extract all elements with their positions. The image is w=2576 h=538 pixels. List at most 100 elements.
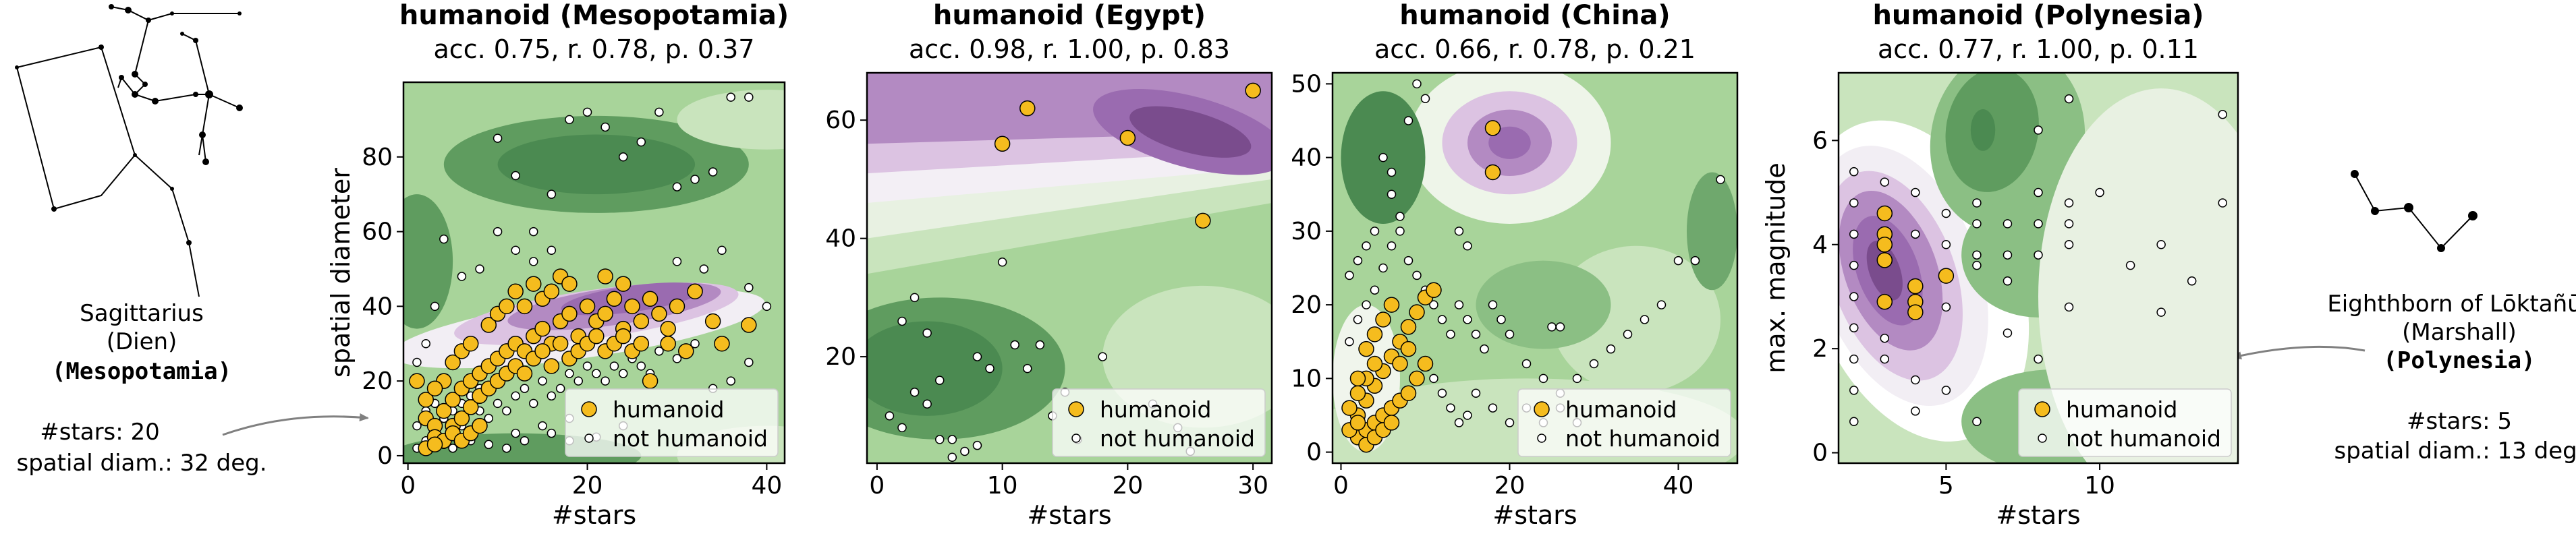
point-not-humanoid	[1849, 198, 1859, 208]
point-not-humanoid	[726, 376, 735, 386]
panel-metrics: acc. 0.98, r. 1.00, p. 0.83	[909, 34, 1230, 64]
point-not-humanoid	[1353, 256, 1363, 266]
point-not-humanoid	[972, 352, 982, 361]
marshall-constellation-icon	[2351, 170, 2477, 252]
point-humanoid	[1876, 237, 1893, 253]
point-not-humanoid	[654, 107, 664, 117]
y-axis-label: spatial diameter	[326, 168, 356, 378]
point-not-humanoid	[1370, 227, 1380, 236]
point-not-humanoid	[520, 384, 530, 393]
point-not-humanoid	[1378, 263, 1388, 273]
legend-label-humanoid: humanoid	[613, 396, 724, 423]
point-not-humanoid	[1849, 417, 1859, 426]
point-not-humanoid	[1849, 260, 1859, 270]
point-not-humanoid	[475, 264, 484, 274]
point-humanoid	[1195, 212, 1211, 229]
point-not-humanoid	[1690, 256, 1700, 266]
point-not-humanoid	[573, 376, 583, 386]
point-not-humanoid	[972, 440, 982, 450]
point-not-humanoid	[1362, 300, 1371, 309]
point-not-humanoid	[1403, 256, 1413, 266]
legend-marker-humanoid	[2034, 401, 2050, 417]
region-blob	[403, 194, 453, 329]
point-not-humanoid	[1941, 386, 1951, 395]
point-not-humanoid	[2034, 354, 2043, 364]
point-not-humanoid	[493, 227, 503, 237]
x-tick-label: 20	[572, 472, 603, 500]
x-axis-label: #stars	[1027, 500, 1111, 530]
right-constellation-culture: (Polynesia)	[2383, 347, 2535, 374]
point-not-humanoid	[2218, 198, 2227, 208]
region-blob	[2038, 88, 2238, 463]
point-humanoid	[1383, 415, 1400, 431]
point-humanoid	[462, 399, 479, 415]
point-not-humanoid	[744, 357, 754, 367]
point-not-humanoid	[1446, 330, 1455, 339]
point-humanoid	[1349, 370, 1366, 387]
point-not-humanoid	[1488, 403, 1498, 413]
y-tick-label: 80	[362, 144, 393, 171]
sagittarius-constellation-icon	[15, 4, 243, 297]
y-tick-label: 0	[1306, 439, 1322, 467]
point-not-humanoid	[1849, 386, 1859, 395]
point-not-humanoid	[1463, 241, 1472, 251]
legend-label-not-humanoid: not humanoid	[2066, 425, 2221, 452]
point-not-humanoid	[699, 264, 709, 274]
point-not-humanoid	[1911, 375, 1920, 385]
point-not-humanoid	[897, 423, 907, 433]
legend-label-not-humanoid: not humanoid	[1100, 425, 1255, 452]
point-not-humanoid	[1446, 403, 1455, 413]
point-not-humanoid	[1488, 300, 1498, 309]
point-humanoid	[462, 335, 479, 352]
right-stars-line: #stars: 5	[2407, 408, 2512, 435]
point-not-humanoid	[672, 257, 682, 266]
legend-label-not-humanoid: not humanoid	[613, 425, 768, 452]
point-not-humanoid	[1429, 300, 1438, 309]
x-axis-label: #stars	[552, 500, 636, 530]
y-tick-label: 6	[1812, 127, 1828, 154]
point-humanoid	[642, 373, 659, 389]
y-tick-label: 40	[1291, 144, 1322, 172]
point-not-humanoid	[1849, 323, 1859, 333]
region-blob	[497, 134, 696, 195]
point-humanoid	[741, 317, 757, 333]
y-tick-label: 0	[377, 442, 393, 470]
point-not-humanoid	[1640, 315, 1650, 324]
point-not-humanoid	[484, 440, 494, 450]
legend-marker-humanoid	[1534, 401, 1550, 417]
x-tick-label: 30	[1237, 472, 1268, 500]
point-not-humanoid	[1353, 315, 1363, 324]
point-not-humanoid	[448, 444, 457, 453]
point-humanoid	[714, 335, 730, 352]
y-axis-label: max. magnitude	[1761, 162, 1791, 373]
point-not-humanoid	[2156, 240, 2166, 249]
point-not-humanoid	[690, 338, 700, 349]
point-not-humanoid	[1370, 285, 1380, 295]
x-tick-label: 40	[752, 472, 783, 500]
y-tick-label: 20	[362, 367, 393, 395]
point-humanoid	[480, 317, 497, 333]
point-not-humanoid	[1911, 229, 1920, 239]
point-not-humanoid	[2218, 110, 2227, 119]
point-humanoid	[1876, 293, 1893, 310]
axes-frame	[1837, 71, 2239, 465]
point-not-humanoid	[538, 376, 547, 386]
point-humanoid	[426, 380, 443, 396]
x-tick-label: 0	[1333, 472, 1349, 500]
point-not-humanoid	[1010, 340, 1019, 350]
point-not-humanoid	[947, 452, 957, 462]
legend-marker-humanoid	[581, 401, 597, 417]
legend-marker-not-humanoid	[2038, 434, 2047, 443]
point-humanoid	[1341, 400, 1357, 416]
point-not-humanoid	[1403, 116, 1413, 125]
point-humanoid	[1392, 355, 1408, 372]
region-blob	[867, 321, 1003, 416]
point-not-humanoid	[1911, 187, 1920, 198]
point-not-humanoid	[582, 107, 592, 117]
y-tick-label: 60	[362, 218, 393, 246]
y-tick-label: 0	[1812, 440, 1828, 467]
x-tick-label: 20	[1494, 472, 1525, 500]
y-tick-label: 2	[1812, 335, 1828, 363]
